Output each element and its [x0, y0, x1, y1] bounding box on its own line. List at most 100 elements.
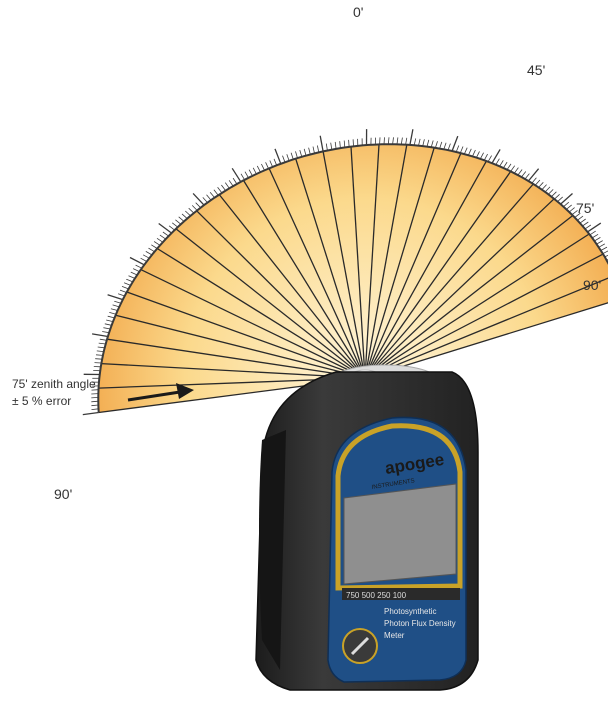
minor-tick	[160, 235, 166, 239]
minor-tick	[480, 153, 483, 159]
minor-tick	[393, 137, 394, 144]
minor-tick	[113, 305, 120, 307]
minor-tick	[95, 359, 102, 360]
minor-tick	[460, 147, 463, 154]
major-tick	[410, 129, 413, 145]
minor-tick	[225, 183, 229, 189]
minor-tick	[388, 137, 389, 144]
minor-tick	[146, 251, 152, 255]
label-angle-75: 75'	[576, 200, 594, 216]
minor-tick	[488, 156, 492, 162]
minor-tick	[109, 312, 116, 314]
minor-tick	[151, 245, 157, 249]
minor-tick	[182, 214, 187, 219]
minor-tick	[129, 276, 135, 279]
minor-tick	[592, 234, 598, 238]
minor-tick	[476, 151, 479, 157]
minor-tick	[287, 154, 289, 161]
minor-tick	[406, 138, 407, 145]
minor-tick	[419, 139, 421, 146]
minor-tick	[214, 190, 218, 195]
minor-tick	[172, 223, 178, 227]
label-angle-90-right: 90'	[583, 277, 601, 293]
minor-tick	[218, 187, 222, 193]
label-angle-90-left: 90'	[54, 486, 72, 502]
minor-tick	[496, 159, 500, 165]
minor-tick	[564, 202, 569, 207]
minor-tick	[233, 178, 237, 184]
minor-tick	[456, 146, 459, 153]
major-tick	[452, 136, 458, 151]
minor-tick	[124, 283, 131, 286]
minor-tick	[594, 237, 600, 241]
major-tick	[92, 334, 108, 337]
minor-tick	[440, 142, 442, 149]
minor-tick	[551, 192, 556, 197]
minor-tick	[484, 154, 487, 160]
minor-tick	[569, 208, 574, 212]
device-tag-line2: Photon Flux Density	[384, 619, 456, 628]
minor-tick	[253, 168, 256, 174]
minor-tick	[283, 156, 286, 163]
minor-tick	[203, 197, 208, 202]
minor-tick	[522, 172, 526, 178]
minor-tick	[326, 144, 327, 151]
device-tag-line1: Photosynthetic	[384, 607, 436, 616]
minor-tick	[464, 148, 467, 154]
minor-tick	[111, 309, 118, 311]
minor-tick	[143, 255, 149, 258]
minor-tick	[261, 164, 264, 170]
minor-tick	[304, 149, 306, 156]
minor-tick	[435, 141, 437, 148]
minor-tick	[270, 161, 273, 167]
minor-tick	[108, 316, 115, 318]
minor-tick	[249, 170, 252, 176]
minor-tick	[580, 219, 586, 223]
major-tick	[83, 413, 99, 415]
minor-tick	[157, 238, 163, 242]
minor-tick	[133, 269, 139, 272]
minor-tick	[241, 174, 245, 180]
minor-tick	[100, 339, 107, 340]
minor-tick	[105, 324, 112, 326]
minor-tick	[122, 286, 129, 289]
minor-tick	[511, 166, 515, 172]
minor-tick	[601, 247, 607, 250]
minor-tick	[245, 172, 249, 178]
minor-tick	[344, 141, 345, 148]
minor-tick	[169, 226, 175, 230]
minor-tick	[163, 232, 169, 236]
minor-tick	[340, 141, 341, 148]
minor-tick	[545, 187, 550, 192]
minor-tick	[542, 185, 547, 190]
major-tick	[108, 295, 123, 300]
minor-tick	[257, 166, 260, 172]
minor-tick	[309, 148, 311, 155]
minor-tick	[599, 244, 605, 247]
minor-tick	[384, 137, 385, 144]
minor-tick	[472, 150, 475, 156]
minor-tick	[207, 195, 212, 200]
minor-tick	[114, 301, 121, 303]
minor-tick	[149, 248, 155, 252]
minor-tick	[583, 222, 589, 226]
major-tick	[232, 168, 241, 182]
minor-tick	[423, 139, 425, 146]
minor-tick	[548, 189, 553, 194]
minor-tick	[577, 216, 583, 220]
major-tick	[561, 194, 573, 205]
minor-tick	[349, 140, 350, 147]
minor-tick	[192, 205, 197, 210]
minor-tick	[296, 151, 298, 158]
label-angle-45: 45'	[527, 62, 545, 78]
minor-tick	[313, 147, 315, 154]
minor-tick	[431, 141, 433, 148]
minor-tick	[514, 168, 518, 174]
minor-tick	[566, 205, 571, 209]
minor-tick	[401, 138, 402, 145]
major-tick	[320, 136, 323, 152]
minor-tick	[189, 208, 194, 213]
major-tick	[193, 193, 204, 205]
